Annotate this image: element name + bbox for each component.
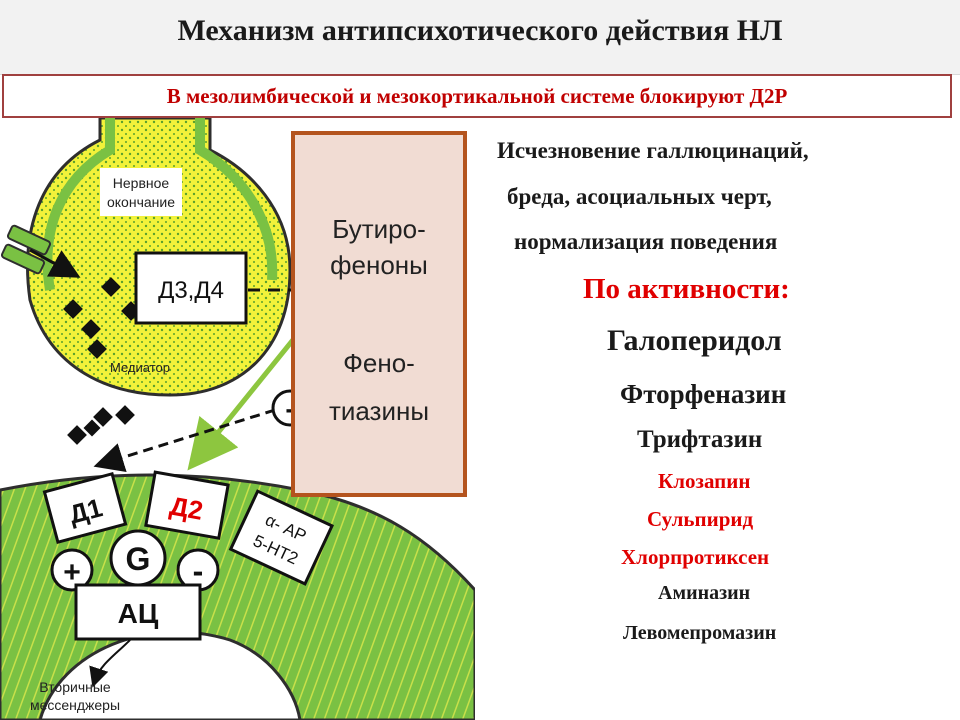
subtitle-box: В мезолимбической и мезокортикальной сис…: [2, 74, 952, 118]
drug-item-fluphenazine: Фторфеназин: [620, 379, 787, 409]
d2-label: Д2: [168, 490, 206, 525]
butyrophenones-line-1: Бутиро-: [332, 214, 426, 244]
synapse-diagram: Нервное окончание Медиатор Д3,Д4 - Д1 Д2…: [0, 118, 475, 720]
butyrophenones-line-2: феноны: [330, 250, 428, 280]
activity-heading: По активности:: [583, 273, 790, 305]
drug-item-trifluoperazine: Трифтазин: [637, 426, 763, 453]
page-title: Механизм антипсихотического действия НЛ: [177, 14, 783, 47]
page-subtitle: В мезолимбической и мезокортикальной сис…: [166, 84, 788, 108]
d34-label: Д3,Д4: [158, 277, 224, 304]
mediator-label: Медиатор: [110, 360, 170, 375]
plus-label: +: [63, 556, 81, 589]
secondary-label-2: мессенджеры: [30, 697, 120, 713]
minus-marker-label: -: [285, 393, 294, 424]
d2-receptor-box: [144, 470, 230, 540]
drug-item-sulpiride: Сульпирид: [647, 507, 754, 531]
header: Механизм антипсихотического действия НЛ: [0, 0, 960, 75]
drug-item-clozapine: Клозапин: [658, 469, 751, 493]
phenothiazines-line-2: тиазины: [328, 396, 430, 426]
released-mediator: [67, 405, 135, 445]
nerve-ending-label-1: Нервное: [113, 175, 170, 191]
nerve-ending-label-2: окончание: [107, 194, 175, 210]
drug-item-chlorprothixene: Хлорпротиксен: [621, 545, 770, 569]
effect-line-3: нормализация поведения: [514, 229, 778, 254]
plus-circle: [50, 548, 94, 592]
ac-label: АЦ: [118, 598, 159, 629]
g-label: G: [126, 541, 151, 577]
alpha-receptor-box: [228, 489, 335, 586]
secondary-label-1: Вторичные: [39, 679, 111, 695]
drug-box: Бутиро- феноны Фено- тиазины: [291, 131, 467, 497]
d1-receptor-box: [42, 471, 128, 545]
ac-box: [74, 583, 202, 641]
effect-line-2: бреда, асоциальных черт,: [507, 184, 772, 209]
drug-item-chlorpromazine: Аминазин: [658, 582, 751, 604]
drug-item-haloperidol: Галоперидол: [607, 324, 782, 357]
drug-item-levomepromazine: Левомепромазин: [623, 622, 777, 644]
minus-label: -: [193, 553, 204, 589]
phenothiazines-line-1: Фено-: [343, 348, 415, 378]
effect-line-1: Исчезновение галлюцинаций,: [497, 138, 809, 163]
d34-receptor-box: [134, 251, 248, 325]
